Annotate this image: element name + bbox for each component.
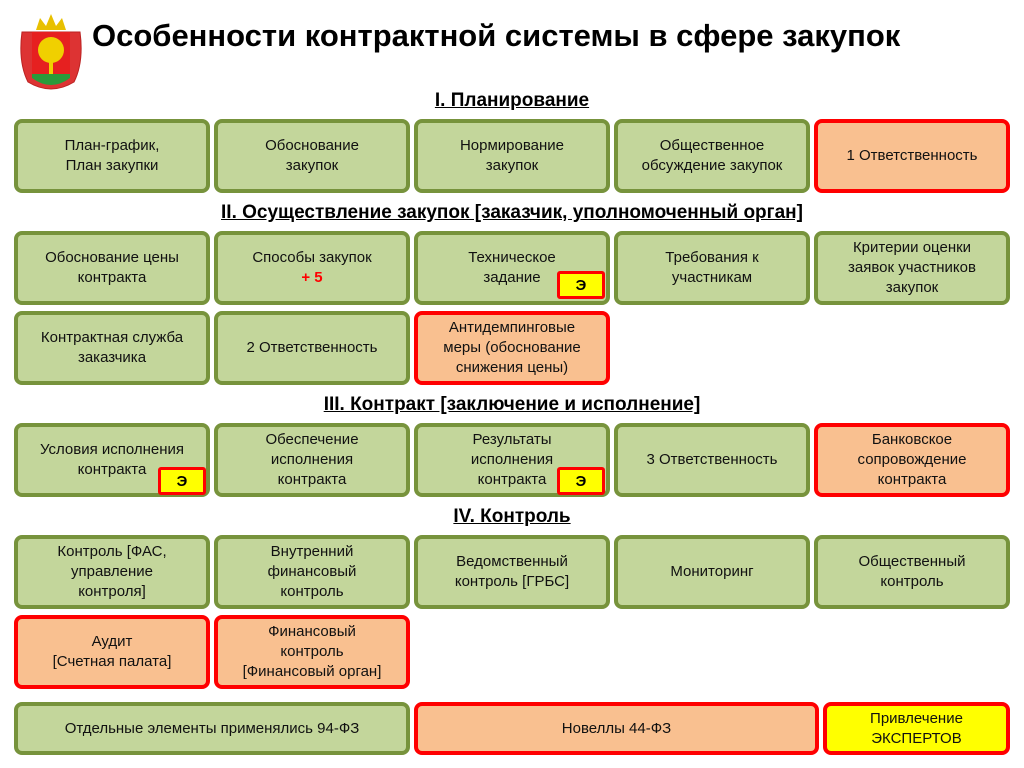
box-normalization: Нормирование закупок — [414, 119, 610, 193]
section-heading-control: IV. Контроль — [453, 506, 571, 527]
box-public-discussion: Общественное обсуждение закупок — [614, 119, 810, 193]
box-plan-schedule: План-график, План закупки — [14, 119, 210, 193]
box-participant-requirements: Требования к участникам — [614, 231, 810, 305]
box-evaluation-criteria: Критерии оценки заявок участников закупо… — [814, 231, 1010, 305]
footer-experts: Привлечение ЭКСПЕРТОВ — [823, 702, 1010, 755]
box-responsibility-2: 2 Ответственность — [214, 311, 410, 385]
badge-e: Э — [557, 467, 605, 495]
box-public-control: Общественный контроль — [814, 535, 1010, 609]
badge-e: Э — [158, 467, 206, 495]
box-audit: Аудит [Счетная палата] — [14, 615, 210, 689]
box-justification: Обоснование закупок — [214, 119, 410, 193]
box-fas-control: Контроль [ФАС, управление контроля] — [14, 535, 210, 609]
box-financial-control: Финансовый контроль [Финансовый орган] — [214, 615, 410, 689]
section-heading-procurement: II. Осуществление закупок [заказчик, упо… — [221, 202, 803, 223]
box-execution-security: Обеспечение исполнения контракта — [214, 423, 410, 497]
coat-of-arms-logo — [20, 14, 82, 90]
footer-94fz: Отдельные элементы применялись 94-ФЗ — [14, 702, 410, 755]
box-departmental-control: Ведомственный контроль [ГРБС] — [414, 535, 610, 609]
box-contract-service: Контрактная служба заказчика — [14, 311, 210, 385]
box-procurement-methods: Способы закупок + 5 — [214, 231, 410, 305]
section-heading-contract: III. Контракт [заключение и исполнение] — [323, 394, 701, 415]
footer-44fz-novelties: Новеллы 44-ФЗ — [414, 702, 819, 755]
box-bank-support: Банковское сопровождение контракта — [814, 423, 1010, 497]
methods-label: Способы закупок — [252, 249, 372, 266]
section-heading-planning: I. Планирование — [434, 90, 590, 111]
box-antidumping: Антидемпинговые меры (обоснование снижен… — [414, 311, 610, 385]
box-price-justification: Обоснование цены контракта — [14, 231, 210, 305]
box-responsibility-1: 1 Ответственность — [814, 119, 1010, 193]
badge-e: Э — [557, 271, 605, 299]
page-title: Особенности контрактной системы в сфере … — [92, 18, 901, 53]
methods-plus: + 5 — [301, 269, 323, 286]
box-responsibility-3: 3 Ответственность — [614, 423, 810, 497]
box-monitoring: Мониторинг — [614, 535, 810, 609]
box-internal-control: Внутренний финансовый контроль — [214, 535, 410, 609]
